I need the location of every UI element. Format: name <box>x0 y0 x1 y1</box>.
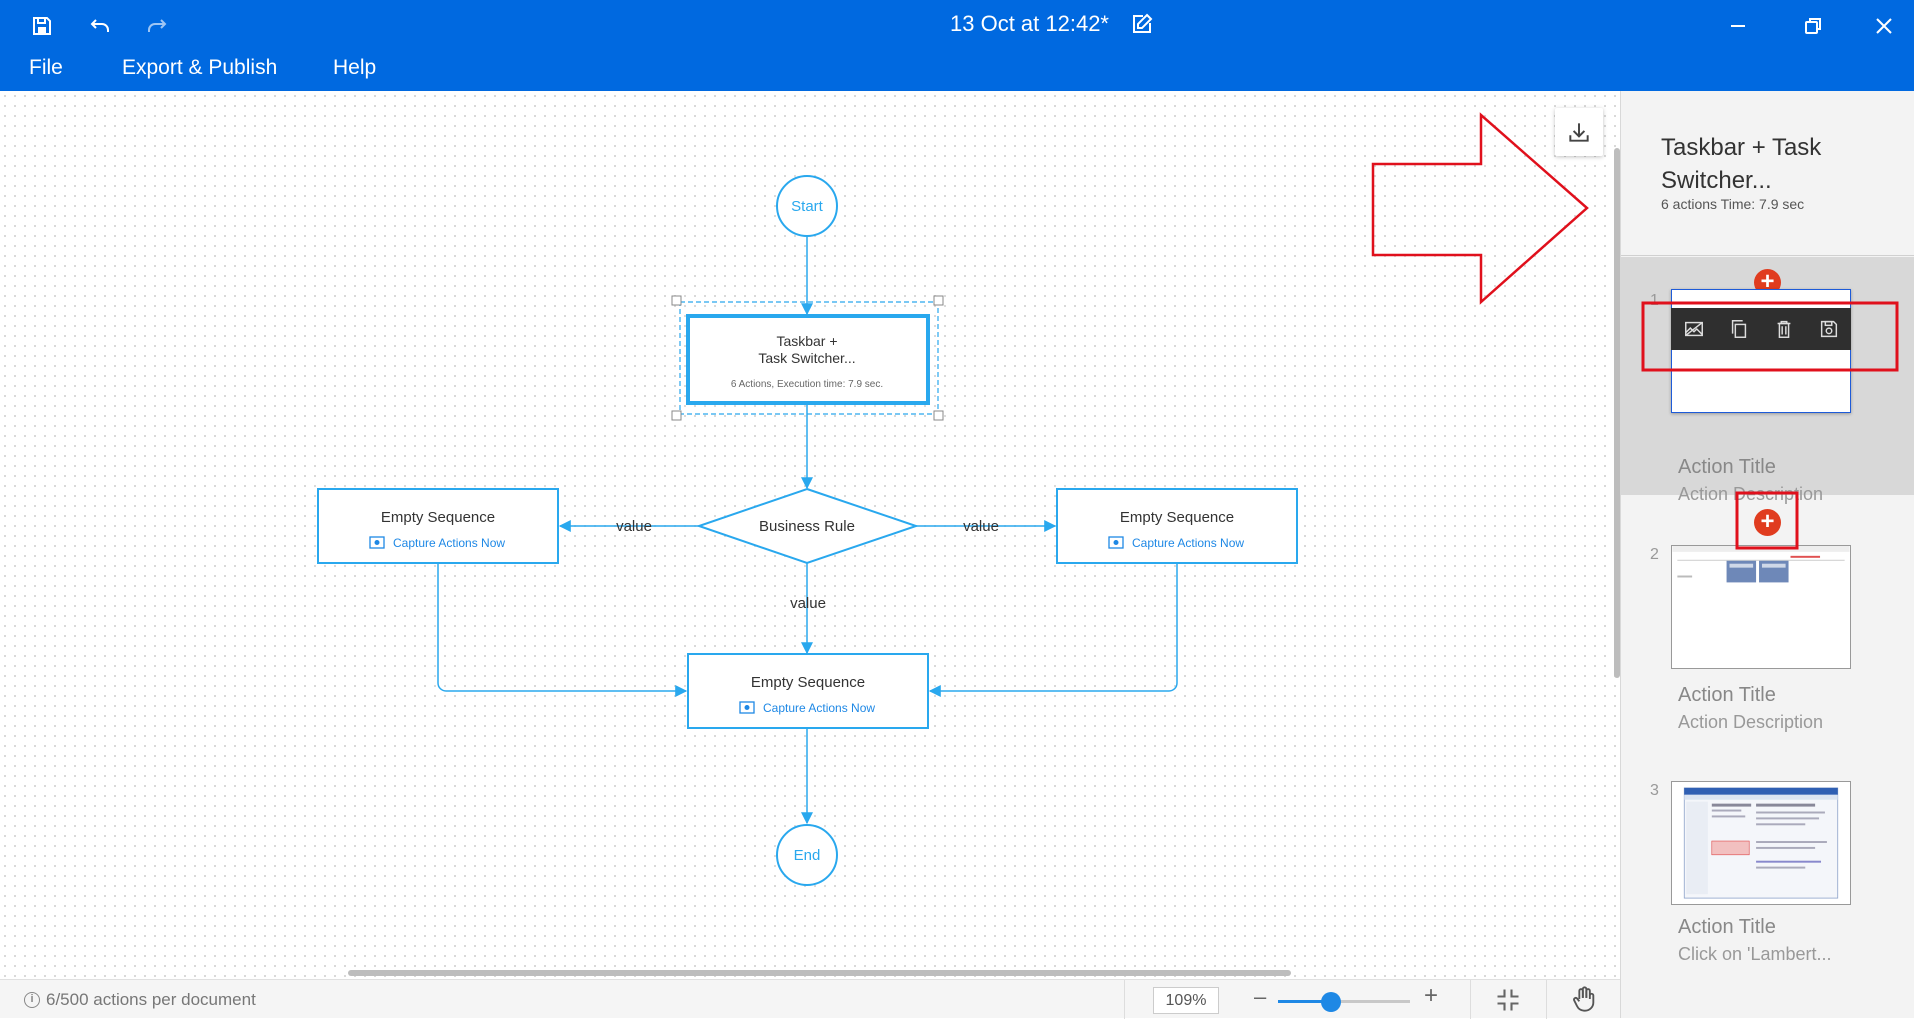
divider <box>1546 980 1547 1019</box>
thumbnail-image <box>1683 787 1839 899</box>
document-title: 13 Oct at 12:42* <box>950 11 1109 36</box>
capture-actions-link: Capture Actions Now <box>1132 536 1244 550</box>
flow-canvas[interactable]: value value value Start Taskbar + Task S… <box>0 91 1620 979</box>
action-title[interactable]: Action Title <box>1678 684 1776 706</box>
start-node[interactable]: Start <box>776 175 838 237</box>
menu-help[interactable]: Help <box>333 56 377 79</box>
selection-handle <box>671 410 682 421</box>
empty-sequence-right[interactable]: Empty Sequence Capture Actions Now <box>1056 488 1298 564</box>
undo-icon[interactable] <box>84 10 116 42</box>
capture-icon <box>1108 536 1124 549</box>
empty-sequence-left[interactable]: Empty Sequence Capture Actions Now <box>317 488 559 564</box>
edge-left-bottom <box>437 562 688 697</box>
thumbnail-image <box>1672 546 1850 583</box>
add-action-button[interactable]: + <box>1754 509 1781 536</box>
hand-tool-icon[interactable] <box>1570 985 1598 1013</box>
end-node[interactable]: End <box>776 824 838 886</box>
fit-to-screen-icon[interactable] <box>1494 986 1522 1014</box>
action-item[interactable]: 3 Action Title Click on <box>1621 774 1914 974</box>
edge-label-bottom: value <box>790 595 826 612</box>
horizontal-scrollbar[interactable] <box>348 970 1291 976</box>
download-button[interactable] <box>1555 108 1603 156</box>
zoom-in-button[interactable]: + <box>1424 982 1439 1009</box>
edge-right-bottom <box>928 562 1178 697</box>
redo-icon[interactable] <box>141 10 173 42</box>
flow-diagram: value value value Start Taskbar + Task S… <box>317 175 1298 886</box>
capture-actions-link: Capture Actions Now <box>763 701 875 715</box>
action-number: 3 <box>1650 782 1659 799</box>
panel-meta: 6 actions Time: 7.9 sec <box>1661 196 1805 212</box>
empty-sequence-label: Empty Sequence <box>381 509 495 526</box>
action-thumbnail[interactable] <box>1671 545 1851 669</box>
action-number: 2 <box>1650 546 1659 563</box>
action-thumbnail[interactable] <box>1671 781 1851 905</box>
capture-icon <box>739 701 755 714</box>
delete-icon[interactable] <box>1771 316 1797 342</box>
action-description[interactable]: Click on 'Lambert... <box>1678 944 1832 964</box>
menu-file[interactable]: File <box>29 56 63 79</box>
selection-handle <box>933 410 944 421</box>
capture-icon <box>369 536 385 549</box>
divider <box>1124 980 1125 1019</box>
zoom-slider-fill <box>1278 1000 1331 1003</box>
end-label: End <box>794 847 821 864</box>
zoom-out-button[interactable]: – <box>1254 984 1267 1009</box>
zoom-level-input[interactable]: 109% <box>1153 987 1219 1014</box>
sequence-meta: 6 Actions, Execution time: 7.9 sec. <box>731 379 883 390</box>
minimize-icon[interactable] <box>1722 10 1754 42</box>
duplicate-icon[interactable] <box>1726 316 1752 342</box>
selection-handle <box>671 295 682 306</box>
menu-export-publish[interactable]: Export & Publish <box>122 56 278 79</box>
capture-actions-link: Capture Actions Now <box>393 536 505 550</box>
status-bar: i 6/500 actions per document 109% – + <box>0 979 1620 1019</box>
empty-sequence-label: Empty Sequence <box>1120 509 1234 526</box>
action-description[interactable]: Action Description <box>1678 484 1824 504</box>
zoom-slider[interactable] <box>1278 992 1410 1012</box>
save-image-icon[interactable] <box>1816 316 1842 342</box>
action-number: 1 <box>1650 292 1659 309</box>
panel-title: Taskbar + Task Switcher... <box>1661 134 1822 194</box>
empty-sequence-label: Empty Sequence <box>751 674 865 691</box>
maximize-icon[interactable] <box>1797 10 1829 42</box>
action-title[interactable]: Action Title <box>1678 456 1776 478</box>
edit-title-icon[interactable] <box>1126 8 1158 40</box>
decision-label: Business Rule <box>759 518 855 535</box>
title-bar: 13 Oct at 12:42* File Export & Publish H… <box>0 0 1914 91</box>
action-item[interactable]: + 1 Action Title Action Description <box>1621 257 1914 504</box>
vertical-scrollbar[interactable] <box>1614 148 1620 678</box>
divider <box>1470 980 1471 1019</box>
panel-header: Taskbar + Task Switcher... 6 actions Tim… <box>1621 91 1914 256</box>
thumbnail-toolbar <box>1671 308 1851 350</box>
replace-image-icon[interactable] <box>1681 316 1707 342</box>
download-icon <box>1569 123 1589 142</box>
sequence-node-taskbar[interactable]: Taskbar + Task Switcher... 6 Actions, Ex… <box>671 295 944 421</box>
sequence-title-line2: Task Switcher... <box>758 350 855 366</box>
action-item[interactable]: 2 Action Title Action Description <box>1621 536 1914 732</box>
action-panel: Taskbar + Task Switcher... 6 actions Tim… <box>1620 91 1914 1018</box>
empty-sequence-bottom[interactable]: Empty Sequence Capture Actions Now <box>687 653 929 729</box>
action-description[interactable]: Action Description <box>1678 712 1824 732</box>
zoom-slider-thumb[interactable] <box>1320 992 1341 1012</box>
actions-count: 6/500 actions per document <box>46 990 256 1009</box>
selection-handle <box>933 295 944 306</box>
start-label: Start <box>791 198 824 215</box>
decision-node[interactable]: Business Rule <box>695 487 920 565</box>
info-icon: i <box>24 992 40 1008</box>
sequence-title-line1: Taskbar + <box>776 333 837 349</box>
edge-label-right: value <box>963 518 999 535</box>
edge-label-left: value <box>616 518 652 535</box>
close-icon[interactable] <box>1868 10 1900 42</box>
save-icon[interactable] <box>26 10 58 42</box>
action-title[interactable]: Action Title <box>1678 916 1776 938</box>
